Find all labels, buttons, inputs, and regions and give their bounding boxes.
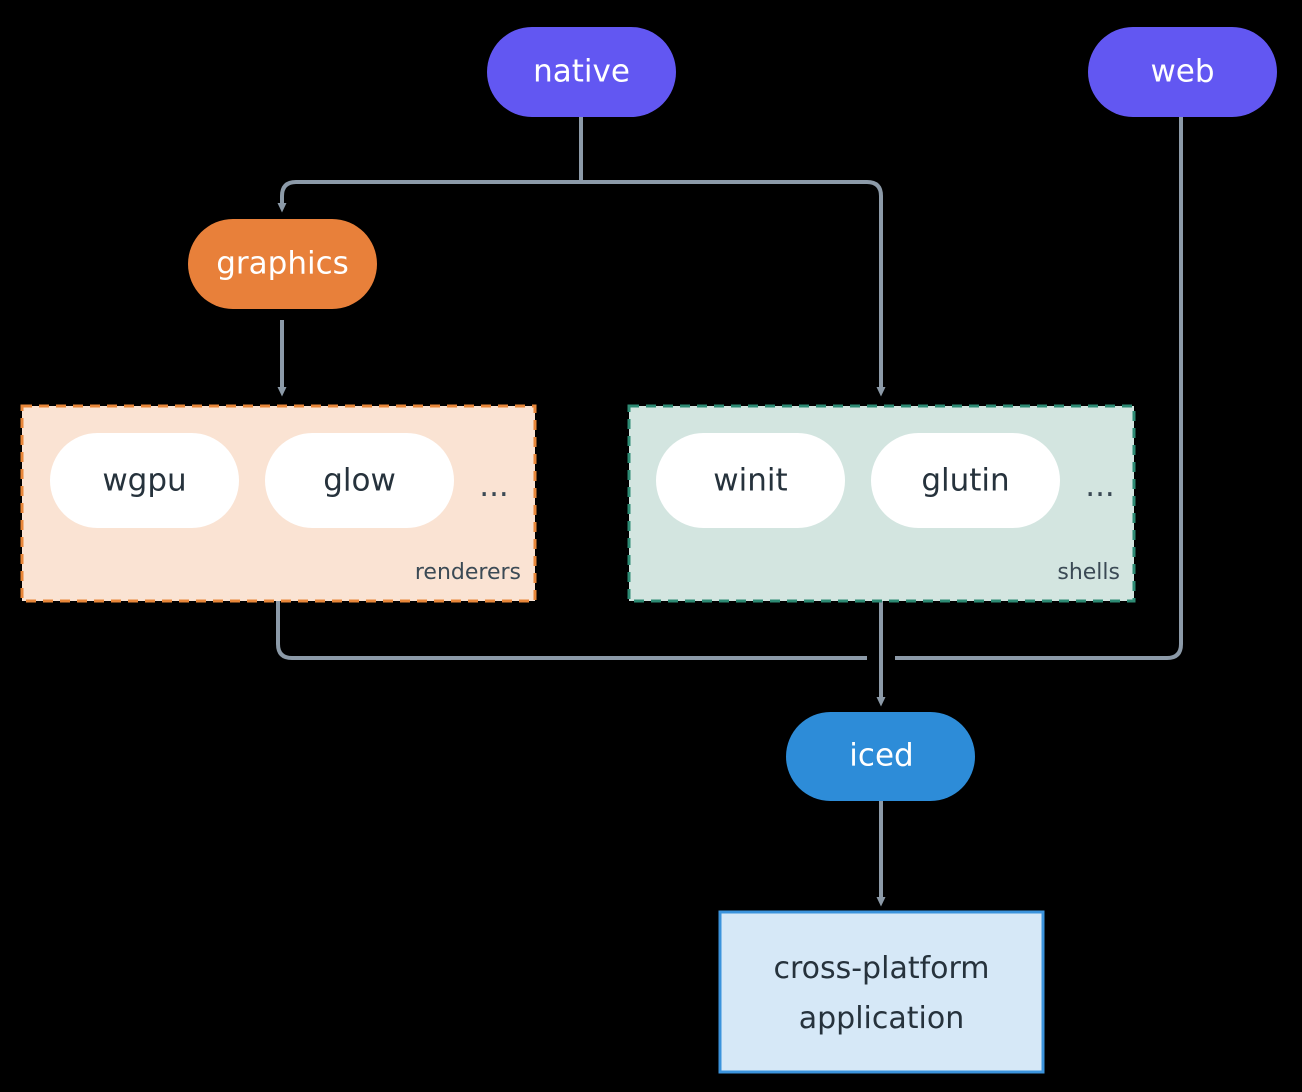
native-shape [487,27,676,117]
node-graphics[interactable]: graphics [188,219,377,309]
native-label: native [533,54,630,90]
web-shape [1088,27,1277,117]
application-label-line2: application [799,1001,964,1036]
renderers-item-glow[interactable]: glow [265,433,454,528]
application-shape [718,910,1045,1074]
glow-pill [265,433,454,528]
edge-native-to-shells [581,180,886,397]
edge-native-to-graphics [277,180,581,213]
group-renderers[interactable]: wgpu glow ... renderers [20,404,537,603]
edge-layer [276,117,1183,907]
winit-label: winit [713,463,787,499]
renderers-item-wgpu[interactable]: wgpu [50,433,239,528]
shells-item-glutin[interactable]: glutin [871,433,1060,528]
edge-renderers-to-iced [276,601,867,660]
node-web[interactable]: web [1088,27,1277,117]
glutin-pill [871,433,1060,528]
shells-item-winit[interactable]: winit [656,433,845,528]
wgpu-pill [50,433,239,528]
renderers-group-label: renderers [415,560,521,585]
application-label-line1: cross-platform [773,951,989,986]
shells-overflow-ellipsis: ... [1085,468,1115,504]
graphics-shape [188,219,377,309]
glutin-label: glutin [921,463,1009,499]
renderers-overflow-ellipsis: ... [479,468,509,504]
node-application[interactable]: cross-platform application [718,910,1045,1074]
iced-shape [786,712,975,801]
group-shells[interactable]: winit glutin ... shells [627,404,1136,603]
wgpu-label: wgpu [102,463,186,499]
web-label: web [1150,54,1214,90]
node-native[interactable]: native [487,27,676,117]
node-iced[interactable]: iced [786,712,975,801]
shells-group-label: shells [1057,560,1120,585]
winit-pill [656,433,845,528]
edge-web-to-iced [895,117,1183,660]
glow-label: glow [323,463,396,499]
graphics-label: graphics [216,246,349,282]
iced-label: iced [849,738,913,774]
